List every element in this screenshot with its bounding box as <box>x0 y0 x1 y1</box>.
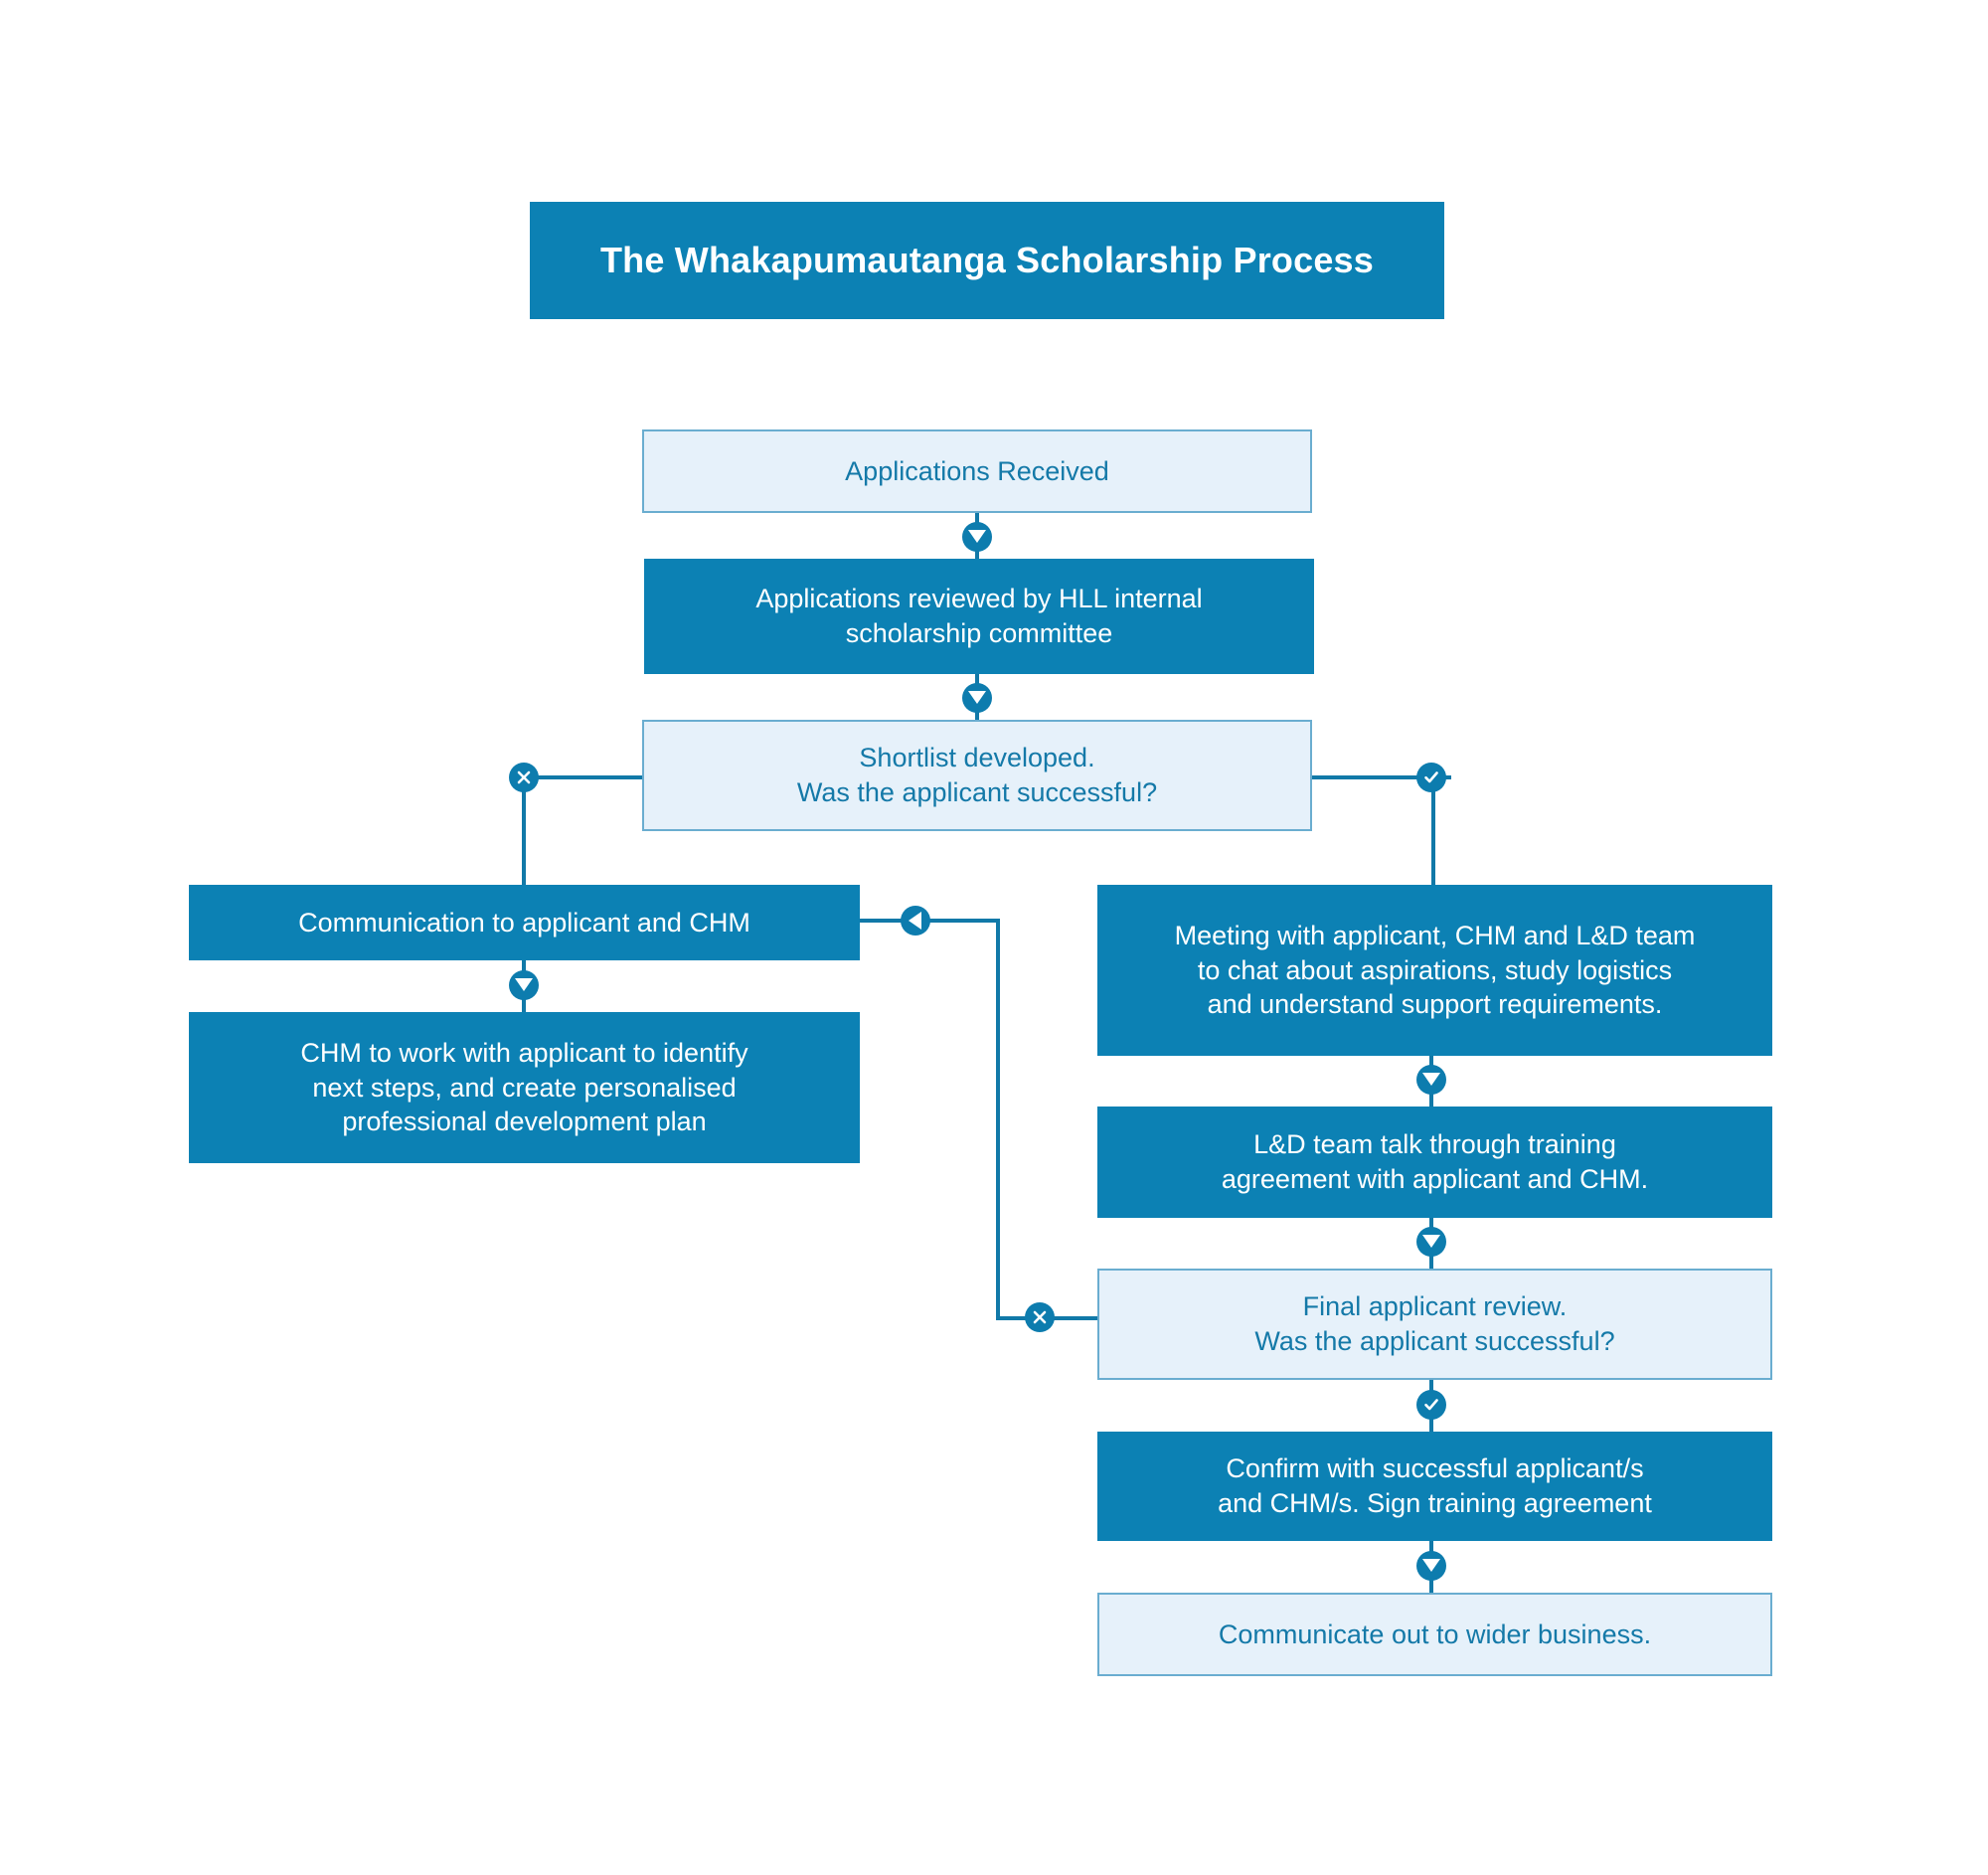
arrow-down-icon <box>509 970 539 1000</box>
node-chm-next-steps-label: CHM to work with applicant to identify n… <box>300 1038 748 1137</box>
node-confirm-successful-label: Confirm with successful applicant/s and … <box>1218 1453 1652 1518</box>
connector-loopback-vertical <box>996 919 1000 1320</box>
arrow-down-glyph <box>1422 1073 1440 1086</box>
arrow-down-glyph <box>968 530 986 543</box>
node-applications-reviewed[interactable]: Applications reviewed by HLL internal sc… <box>644 559 1314 674</box>
node-final-review-decision-label: Final applicant review. Was the applican… <box>1254 1291 1615 1356</box>
arrow-down-glyph <box>968 691 986 704</box>
connector-yes-to-meeting <box>1431 777 1435 887</box>
node-shortlist-decision-label: Shortlist developed. Was the applicant s… <box>796 743 1158 807</box>
node-meeting-applicant-label: Meeting with applicant, CHM and L&D team… <box>1174 921 1696 1020</box>
arrow-down-icon <box>1416 1065 1446 1095</box>
check-icon <box>1416 1390 1446 1420</box>
page-title-text: The Whakapumautanga Scholarship Process <box>599 240 1374 280</box>
connector-no-to-communication <box>522 777 526 887</box>
node-communication-applicant-chm[interactable]: Communication to applicant and CHM <box>189 885 860 960</box>
node-final-review-decision[interactable]: Final applicant review. Was the applican… <box>1097 1269 1772 1380</box>
node-applications-received[interactable]: Applications Received <box>642 429 1312 513</box>
arrow-left-glyph <box>909 912 921 930</box>
arrow-down-icon <box>962 522 992 552</box>
node-ld-training-agreement[interactable]: L&D team talk through training agreement… <box>1097 1107 1772 1218</box>
node-meeting-applicant[interactable]: Meeting with applicant, CHM and L&D team… <box>1097 885 1772 1056</box>
arrow-down-glyph <box>1422 1559 1440 1572</box>
page-title: The Whakapumautanga Scholarship Process <box>530 202 1444 319</box>
cross-icon <box>1025 1302 1055 1332</box>
node-ld-training-agreement-label: L&D team talk through training agreement… <box>1221 1129 1649 1194</box>
arrow-down-icon <box>1416 1227 1446 1257</box>
check-icon <box>1416 763 1446 792</box>
node-applications-reviewed-label: Applications reviewed by HLL internal sc… <box>755 584 1203 648</box>
cross-icon <box>509 763 539 792</box>
connector-shortlist-to-yes <box>1310 775 1451 779</box>
arrow-down-glyph <box>515 978 533 991</box>
node-chm-next-steps[interactable]: CHM to work with applicant to identify n… <box>189 1012 860 1163</box>
node-confirm-successful[interactable]: Confirm with successful applicant/s and … <box>1097 1432 1772 1541</box>
node-communication-applicant-chm-label: Communication to applicant and CHM <box>298 907 750 938</box>
arrow-down-icon <box>962 683 992 713</box>
arrow-down-icon <box>1416 1551 1446 1581</box>
node-shortlist-decision[interactable]: Shortlist developed. Was the applicant s… <box>642 720 1312 831</box>
node-communicate-wider-label: Communicate out to wider business. <box>1218 1619 1652 1649</box>
node-communicate-wider[interactable]: Communicate out to wider business. <box>1097 1593 1772 1676</box>
arrow-left-icon <box>901 906 930 936</box>
arrow-down-glyph <box>1422 1235 1440 1248</box>
node-applications-received-label: Applications Received <box>845 455 1109 486</box>
connector-shortlist-to-no <box>524 775 645 779</box>
